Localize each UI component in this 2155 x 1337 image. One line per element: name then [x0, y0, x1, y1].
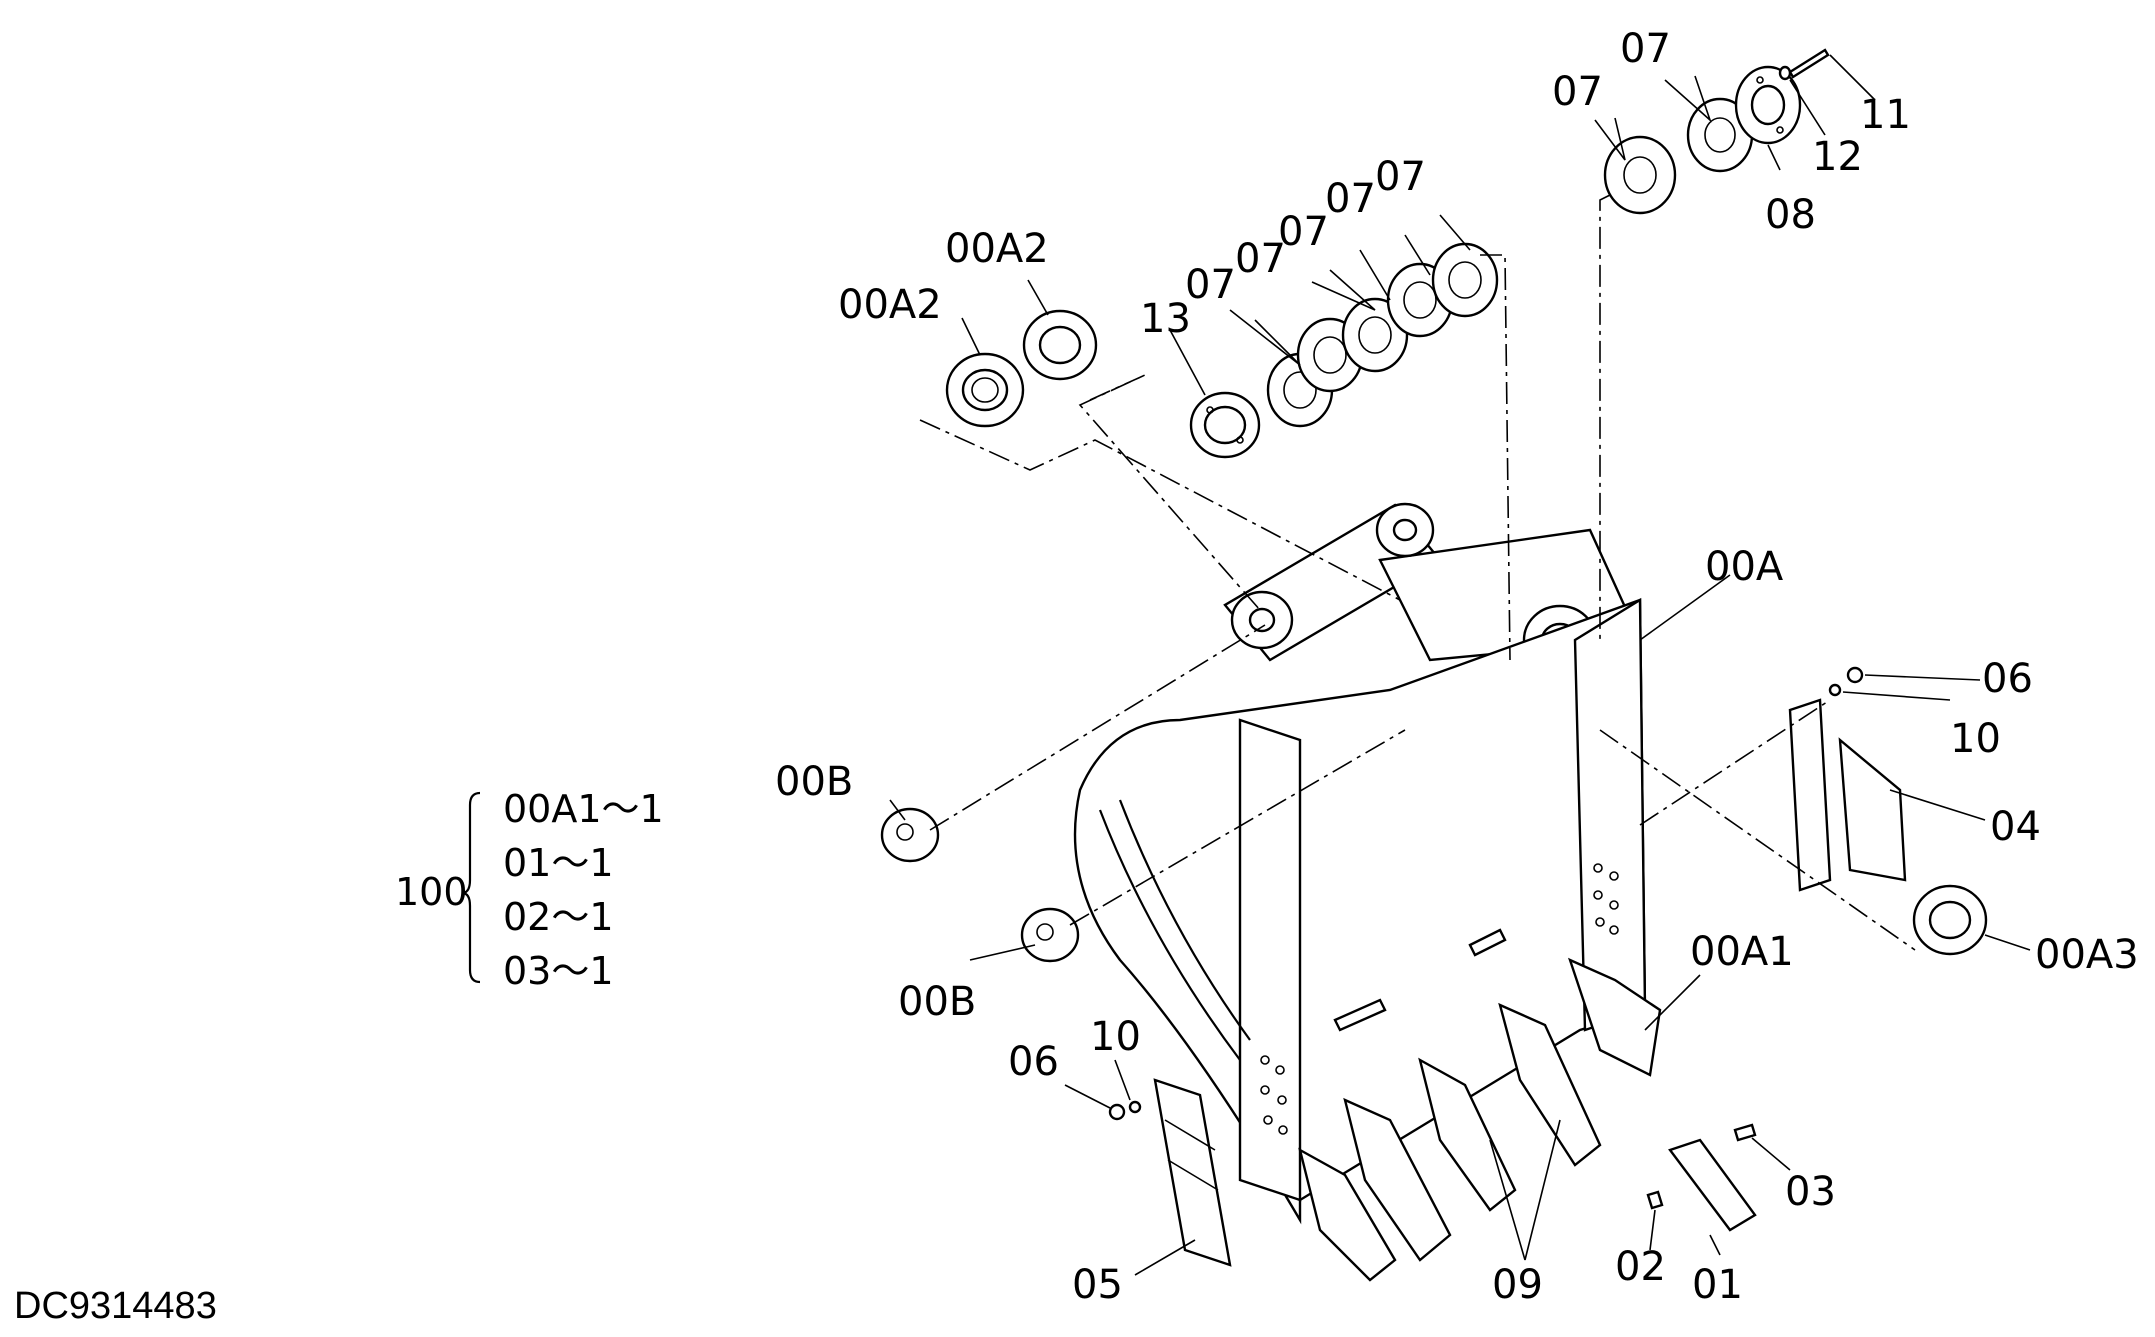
- assembly-note: 100 00A1～1 01～1 02～1 03～1: [395, 787, 664, 993]
- callout-06-right: 06: [1982, 656, 2033, 702]
- bucket-teeth: [1298, 957, 1662, 1282]
- callout-04: 04: [1990, 804, 2041, 850]
- side-plate-04: [1788, 698, 1907, 892]
- callout-11: 11: [1860, 92, 1911, 138]
- side-bolt-holes-left: [1260, 1055, 1288, 1135]
- alignment-lines: [919, 194, 1916, 951]
- callout-06-left: 06: [1008, 1039, 1059, 1085]
- tooth-01: [1668, 1138, 1757, 1232]
- callout-01: 01: [1692, 1262, 1743, 1308]
- nut-06-left: [1108, 1103, 1126, 1121]
- bushing-00A3: [1912, 884, 1988, 956]
- shims-07-group: [1266, 97, 1754, 428]
- nut-06-right: [1846, 666, 1864, 684]
- callout-00A1: 00A1: [1690, 929, 1794, 975]
- bushing-00B-upper: [880, 807, 940, 863]
- washer-10-left: [1128, 1100, 1142, 1114]
- callout-07-g: 07: [1375, 154, 1426, 200]
- callout-00B-upper: 00B: [775, 759, 853, 805]
- callout-03: 03: [1785, 1169, 1836, 1215]
- bolt-11: [1788, 48, 1830, 79]
- callout-10-right: 10: [1950, 716, 2001, 762]
- callout-07-f: 07: [1325, 176, 1376, 222]
- washer-10-right: [1828, 683, 1842, 697]
- callout-07-a: 07: [1552, 69, 1603, 115]
- callout-02: 02: [1615, 1244, 1666, 1290]
- callout-10-left: 10: [1090, 1014, 1141, 1060]
- bucket-assembly: [1073, 502, 1662, 1282]
- callout-00B-lower: 00B: [898, 979, 976, 1025]
- leader-lines: [889, 54, 2031, 1276]
- callout-07-b: 07: [1620, 26, 1671, 72]
- callout-07-e: 07: [1278, 209, 1329, 255]
- callout-00A2-b: 00A2: [945, 226, 1049, 272]
- assembly-parent-number: 100: [395, 870, 468, 914]
- side-bolt-holes-right: [1593, 863, 1619, 935]
- callout-00A2-a: 00A2: [838, 282, 942, 328]
- end-plate-08: [1734, 65, 1802, 145]
- callout-13: 13: [1140, 296, 1191, 342]
- assembly-item-2: 01～1: [503, 841, 614, 885]
- drawing-id: DC9314483: [14, 1285, 217, 1327]
- bushing-00A2-left: [945, 352, 1025, 428]
- callout-07-d: 07: [1235, 236, 1286, 282]
- side-plate-05: [1153, 1078, 1232, 1267]
- pin-02: [1646, 1190, 1664, 1210]
- plate-13: [1189, 391, 1261, 459]
- assembly-item-1: 00A1～1: [503, 787, 664, 831]
- bushing-00B-lower: [1020, 907, 1080, 963]
- callout-08: 08: [1765, 192, 1816, 238]
- callout-12: 12: [1812, 134, 1863, 180]
- callouts: 07 07 11 12 08 00A2 00A2 13 07 07 07 07 …: [775, 26, 2139, 1308]
- lock-03: [1733, 1123, 1757, 1142]
- callout-09: 09: [1492, 1262, 1543, 1308]
- callout-00A: 00A: [1705, 544, 1784, 590]
- callout-00A3: 00A3: [2035, 932, 2139, 978]
- assembly-item-4: 03～1: [503, 949, 614, 993]
- assembly-item-3: 02～1: [503, 895, 614, 939]
- callout-07-c: 07: [1185, 262, 1236, 308]
- washer-12: [1778, 65, 1792, 81]
- bushing-00A2-right: [1022, 309, 1098, 381]
- callout-05: 05: [1072, 1262, 1123, 1308]
